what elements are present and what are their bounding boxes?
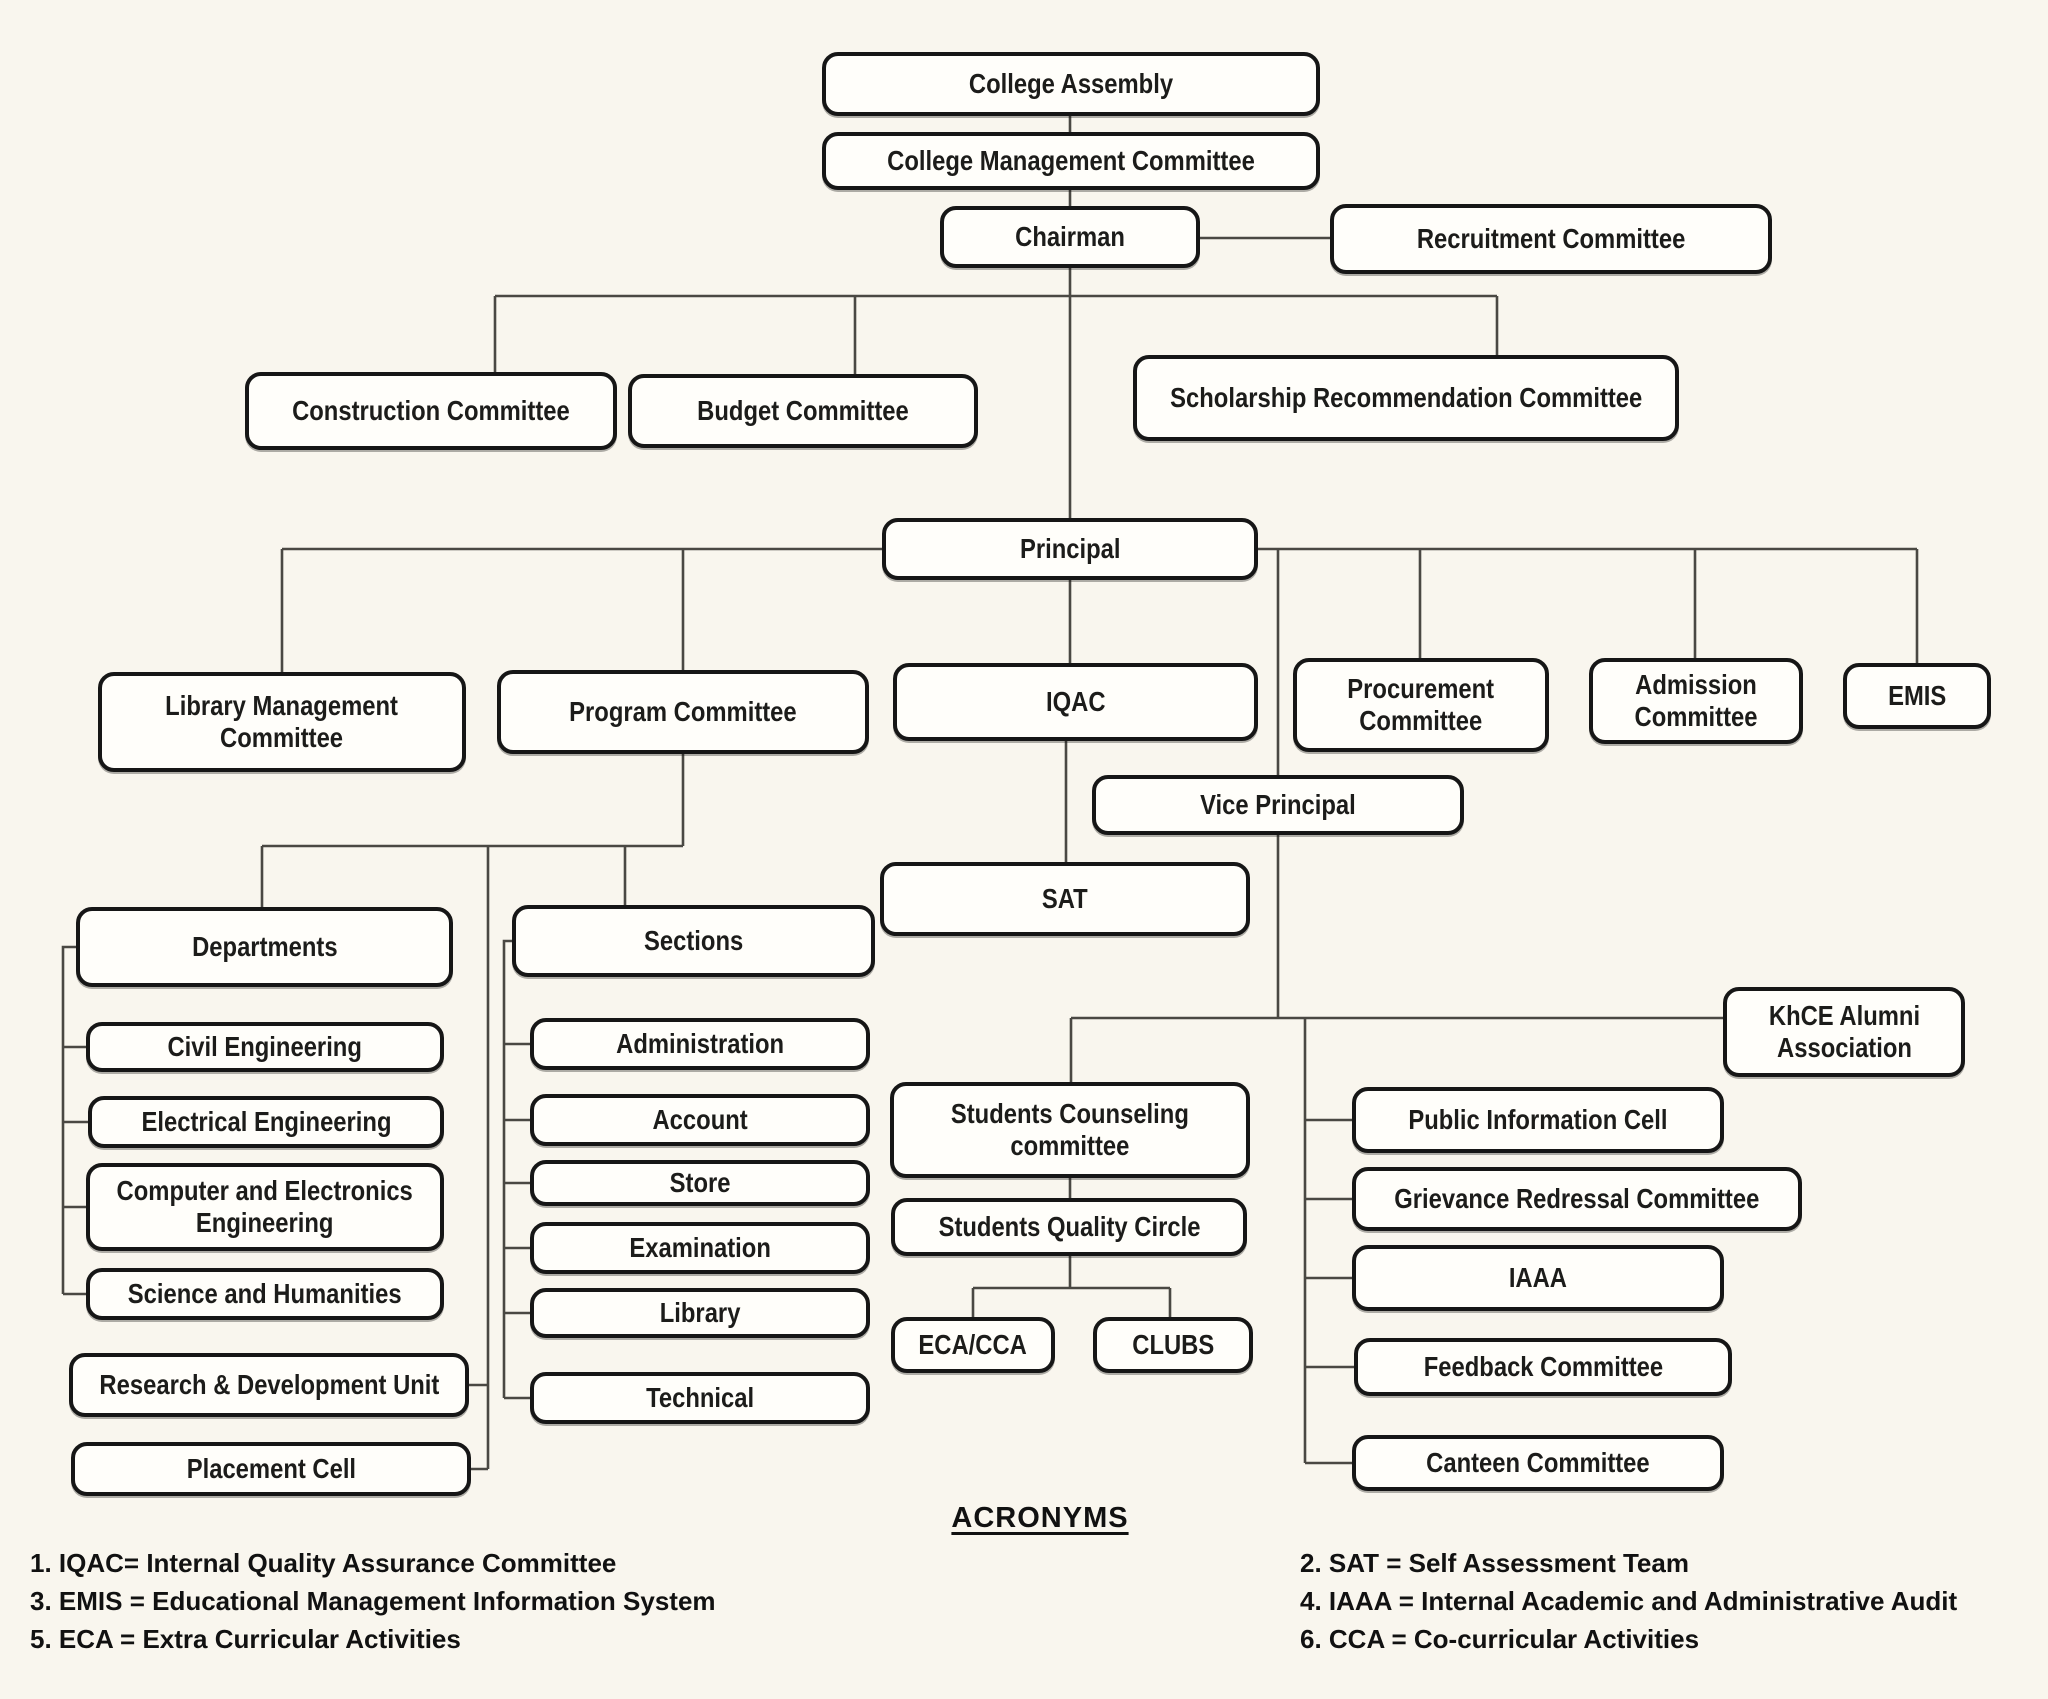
node-vice-principal: Vice Principal <box>1092 775 1464 835</box>
node-science-humanities: Science and Humanities <box>86 1268 444 1320</box>
node-civil-engineering: Civil Engineering <box>86 1022 444 1072</box>
connector-principal-branch <box>280 547 1919 775</box>
node-emis: EMIS <box>1843 663 1991 729</box>
node-examination: Examination <box>530 1222 870 1274</box>
node-college-assembly: College Assembly <box>822 52 1320 116</box>
node-account: Account <box>530 1094 870 1146</box>
node-store: Store <box>530 1160 870 1206</box>
connector-chairman-branch <box>493 294 1499 374</box>
node-public-information-cell: Public Information Cell <box>1352 1087 1724 1153</box>
node-procurement-committee: Procurement Committee <box>1293 658 1549 752</box>
node-clubs: CLUBS <box>1093 1317 1253 1373</box>
node-program-committee: Program Committee <box>497 670 869 754</box>
connector-students-chain <box>971 1178 1172 1317</box>
acronym-item-iqac: 1. IQAC= Internal Quality Assurance Comm… <box>30 1548 617 1578</box>
connector-top-spine <box>1068 116 1330 518</box>
node-administration: Administration <box>530 1018 870 1070</box>
connector-rnd-placement <box>469 1383 488 1471</box>
node-eca-cca: ECA/CCA <box>891 1317 1055 1373</box>
node-computer-electronics-engineering: Computer and Electronics Engineering <box>86 1163 444 1251</box>
node-library: Library <box>530 1288 870 1338</box>
node-scholarship-recommendation-committee: Scholarship Recommendation Committee <box>1133 355 1679 441</box>
node-khce-alumni-association: KhCE Alumni Association <box>1723 987 1965 1077</box>
node-library-management-committee: Library Management Committee <box>98 672 466 772</box>
node-departments: Departments <box>76 907 453 987</box>
node-iqac: IQAC <box>893 663 1258 741</box>
connector-principal-iqac-sat <box>1064 580 1072 862</box>
node-budget-committee: Budget Committee <box>628 374 978 448</box>
acronym-item-emis: 3. EMIS = Educational Management Informa… <box>30 1586 716 1616</box>
node-sections: Sections <box>512 905 875 977</box>
acronym-item-eca: 5. ECA = Extra Curricular Activities <box>30 1624 461 1654</box>
node-placement-cell: Placement Cell <box>71 1442 471 1496</box>
connector-sections-bracket <box>502 939 530 1400</box>
node-recruitment-committee: Recruitment Committee <box>1330 204 1772 274</box>
node-construction-committee: Construction Committee <box>245 372 617 450</box>
node-canteen-committee: Canteen Committee <box>1352 1435 1724 1491</box>
connector-departments-bracket <box>61 945 88 1296</box>
node-chairman: Chairman <box>940 206 1200 268</box>
node-sat: SAT <box>880 862 1250 936</box>
acronyms-title: ACRONYMS <box>951 1502 1129 1534</box>
node-college-management-committee: College Management Committee <box>822 132 1320 190</box>
acronym-item-cca: 6. CCA = Co-curricular Activities <box>1300 1624 1700 1654</box>
acronym-item-iaaa: 4. IAAA = Internal Academic and Administ… <box>1300 1586 1958 1616</box>
node-admission-committee: Admission Committee <box>1589 658 1803 744</box>
connector-program-branch <box>260 754 685 1469</box>
node-students-quality-circle: Students Quality Circle <box>891 1198 1247 1256</box>
node-technical: Technical <box>530 1372 870 1424</box>
connector-right-column <box>1069 1016 1723 1465</box>
node-electrical-engineering: Electrical Engineering <box>88 1096 444 1148</box>
node-students-counseling-committee: Students Counseling committee <box>890 1082 1250 1178</box>
node-grievance-redressal-committee: Grievance Redressal Committee <box>1352 1167 1802 1231</box>
node-feedback-committee: Feedback Committee <box>1354 1338 1732 1396</box>
acronym-item-sat: 2. SAT = Self Assessment Team <box>1300 1548 1689 1578</box>
node-principal: Principal <box>882 518 1258 580</box>
node-research-development-unit: Research & Development Unit <box>69 1353 469 1417</box>
node-iaaa: IAAA <box>1352 1245 1724 1311</box>
